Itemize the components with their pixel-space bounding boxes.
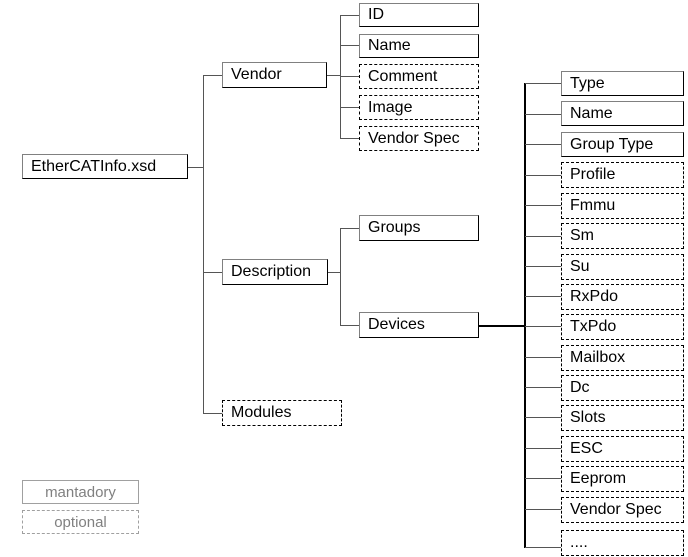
- connector-main-trunk: [203, 75, 204, 413]
- connector-to-txpdo: [525, 326, 561, 327]
- node-label: Modules: [231, 404, 292, 421]
- node-label: Description: [231, 263, 312, 280]
- legend-optional: optional: [22, 510, 139, 534]
- connector-to-esc: [525, 448, 561, 449]
- connector-to-rxpdo: [525, 296, 561, 297]
- node-device-group-type[interactable]: Group Type: [561, 132, 684, 157]
- connector-to-group-type: [525, 144, 561, 145]
- node-label: Vendor: [231, 66, 282, 83]
- node-label: Image: [368, 98, 413, 116]
- node-device-su[interactable]: Su: [561, 254, 684, 280]
- legend-mandatory: mantadory: [22, 480, 139, 504]
- node-label: Vendor Spec: [368, 129, 460, 147]
- connector-to-sm: [525, 236, 561, 237]
- connector-to-devices: [340, 325, 359, 326]
- legend-label: mantadory: [45, 483, 116, 501]
- connector-to-id: [340, 15, 359, 16]
- node-label: Name: [368, 37, 411, 54]
- node-label: Type: [570, 74, 605, 92]
- node-label: ID: [368, 6, 384, 23]
- node-device-slots[interactable]: Slots: [561, 405, 684, 431]
- node-device-fmmu[interactable]: Fmmu: [561, 193, 684, 219]
- node-devices[interactable]: Devices: [359, 312, 479, 338]
- connector-to-mailbox: [525, 357, 561, 358]
- node-device-ellipsis[interactable]: ....: [561, 530, 684, 556]
- node-device-rxpdo[interactable]: RxPdo: [561, 284, 684, 310]
- connector-to-dev-vendor-spec: [525, 509, 561, 510]
- connector-devices-trunk: [524, 83, 526, 548]
- connector-to-slots: [525, 417, 561, 418]
- node-device-esc[interactable]: ESC: [561, 436, 684, 462]
- node-description[interactable]: Description: [222, 259, 328, 285]
- node-label: Profile: [570, 166, 616, 183]
- node-label: Sm: [570, 227, 594, 244]
- connector-to-vendor-spec: [340, 138, 359, 139]
- node-vendor-name[interactable]: Name: [359, 34, 479, 58]
- node-device-type[interactable]: Type: [561, 71, 684, 96]
- node-ethercatinfo-xsd[interactable]: EtherCATInfo.xsd: [22, 154, 188, 179]
- node-label: Name: [570, 104, 613, 122]
- node-device-profile[interactable]: Profile: [561, 162, 684, 188]
- connector-to-ellipsis: [525, 547, 561, 548]
- node-label: RxPdo: [570, 288, 619, 305]
- connector-to-profile: [525, 175, 561, 176]
- connector-to-name: [340, 45, 359, 46]
- connector-to-fmmu: [525, 205, 561, 206]
- node-modules[interactable]: Modules: [222, 400, 342, 426]
- connector-to-modules: [203, 413, 222, 414]
- node-label: TxPdo: [570, 318, 617, 335]
- node-device-dc[interactable]: Dc: [561, 375, 684, 401]
- node-vendor[interactable]: Vendor: [222, 62, 327, 88]
- connector-to-su: [525, 266, 561, 267]
- connector-description-out: [328, 272, 341, 273]
- node-label: ....: [570, 534, 588, 551]
- node-label: Eeprom: [570, 470, 627, 487]
- node-vendor-comment[interactable]: Comment: [359, 64, 479, 89]
- node-label: Devices: [368, 316, 425, 333]
- node-label: EtherCATInfo.xsd: [31, 157, 157, 175]
- node-vendor-id[interactable]: ID: [359, 3, 479, 27]
- node-label: Groups: [368, 219, 421, 236]
- connector-to-groups: [340, 228, 359, 229]
- node-device-txpdo[interactable]: TxPdo: [561, 314, 684, 340]
- connector-devices-out: [479, 325, 525, 327]
- node-label: Fmmu: [570, 197, 616, 214]
- connector-root-out: [188, 167, 204, 168]
- node-label: Su: [570, 258, 590, 275]
- connector-to-dc: [525, 387, 561, 388]
- connector-to-comment: [340, 76, 359, 77]
- legend-label: optional: [54, 513, 107, 531]
- node-device-sm[interactable]: Sm: [561, 223, 684, 249]
- connector-to-type: [525, 83, 561, 84]
- connector-vendor-trunk: [340, 15, 341, 139]
- connector-vendor-out: [326, 75, 341, 76]
- node-label: ESC: [570, 440, 603, 457]
- node-device-name[interactable]: Name: [561, 101, 684, 126]
- connector-to-vendor: [203, 75, 222, 76]
- node-label: Dc: [570, 379, 590, 396]
- node-device-mailbox[interactable]: Mailbox: [561, 345, 684, 371]
- connector-description-trunk: [340, 228, 341, 326]
- node-label: Vendor Spec: [570, 501, 662, 518]
- connector-to-description: [203, 272, 222, 273]
- node-groups[interactable]: Groups: [359, 215, 479, 241]
- node-vendor-image[interactable]: Image: [359, 95, 479, 120]
- connector-to-image: [340, 107, 359, 108]
- node-vendor-vendor-spec[interactable]: Vendor Spec: [359, 126, 479, 151]
- node-device-eeprom[interactable]: Eeprom: [561, 466, 684, 492]
- node-label: Group Type: [570, 135, 654, 153]
- connector-to-dev-name: [525, 114, 561, 115]
- node-label: Mailbox: [570, 349, 626, 366]
- node-label: Slots: [570, 409, 606, 426]
- connector-to-eeprom: [525, 478, 561, 479]
- node-label: Comment: [368, 67, 438, 85]
- node-device-vendor-spec[interactable]: Vendor Spec: [561, 497, 684, 523]
